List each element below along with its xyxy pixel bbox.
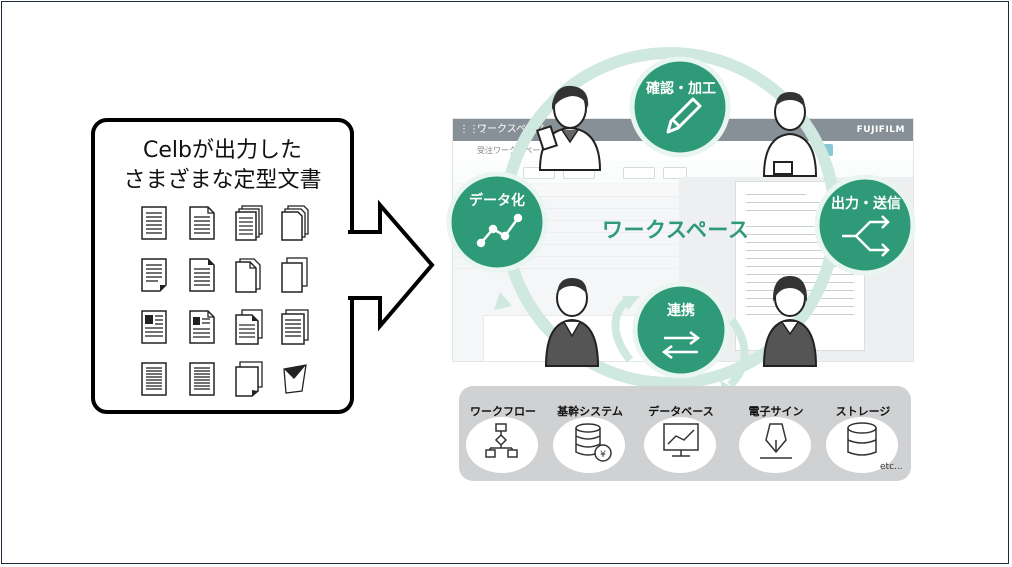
app-grid-icon: ⋮⋮⋮ bbox=[459, 124, 489, 135]
table-row bbox=[453, 197, 678, 209]
table-row bbox=[453, 257, 678, 269]
datafy-label: データ化 bbox=[469, 193, 525, 209]
document-folded-icon bbox=[189, 206, 215, 240]
document-icon bbox=[141, 362, 167, 396]
document-stack-icon bbox=[281, 309, 309, 345]
toolbar-button bbox=[663, 167, 687, 179]
callout-title-line2: さまざまな定型文書 bbox=[123, 168, 322, 193]
app-title: ワークスペース bbox=[477, 124, 546, 135]
confirm-edit-label: 確認・加工 bbox=[646, 81, 716, 97]
document-curled-icon bbox=[141, 258, 167, 292]
document-stack-icon bbox=[235, 309, 263, 345]
integration-core-system-label: 基幹システム bbox=[557, 405, 623, 418]
link-arrow-right bbox=[727, 317, 749, 388]
workspace-center-label: ワークスペース bbox=[602, 218, 750, 242]
table-row bbox=[453, 245, 678, 257]
person-man-with-tablet-icon bbox=[762, 92, 818, 177]
person-woman-vest-icon bbox=[762, 276, 818, 367]
integration-storage-label: ストレージ bbox=[835, 405, 891, 418]
link-node bbox=[632, 281, 730, 379]
document-icon-grid bbox=[130, 205, 320, 400]
document-stack-icon bbox=[235, 205, 263, 241]
callout-title: Celbが出力した さまざまな定型文書 bbox=[95, 136, 350, 196]
integration-workflow-label: ワークフロー bbox=[470, 405, 536, 418]
confirm-edit-node bbox=[629, 56, 731, 158]
split-arrow-icon bbox=[842, 215, 890, 257]
brand-logo: FUJIFILM bbox=[856, 125, 905, 135]
document-callout bbox=[91, 118, 354, 414]
table-row bbox=[453, 221, 678, 233]
document-curled-icon bbox=[283, 364, 307, 394]
link-label: 連携 bbox=[667, 303, 695, 319]
document-folded-icon bbox=[189, 258, 215, 292]
line-graph-icon bbox=[476, 213, 523, 248]
document-image-icon bbox=[141, 310, 167, 344]
etc-note: etc... bbox=[880, 462, 903, 472]
person-woman-holding-document-icon bbox=[535, 85, 602, 171]
ring-arrow bbox=[494, 292, 512, 310]
output-send-label: 出力・送信 bbox=[831, 196, 901, 212]
integration-e-sign-label: 電子サイン bbox=[748, 405, 804, 418]
person-man-vest-icon bbox=[544, 278, 600, 367]
document-blank-stack-icon bbox=[281, 205, 309, 241]
link-arrow-left bbox=[611, 296, 634, 363]
table-row bbox=[453, 209, 678, 221]
output-send-node bbox=[814, 174, 916, 276]
datafy-node bbox=[446, 171, 548, 273]
callout-title-line1: Celbが出力した bbox=[143, 138, 302, 163]
table-row bbox=[453, 233, 678, 245]
integration-core-system bbox=[553, 417, 625, 473]
document-icon bbox=[189, 362, 215, 396]
document-image-folded-icon bbox=[189, 310, 215, 344]
integration-database-label: データベース bbox=[648, 405, 714, 418]
pencil-icon bbox=[666, 97, 702, 134]
integration-database bbox=[644, 417, 716, 473]
exchange-arrows-icon bbox=[661, 331, 701, 359]
integration-e-sign bbox=[739, 417, 811, 473]
document-blank-stack-icon bbox=[235, 258, 261, 293]
document-blank-stack-icon bbox=[281, 257, 308, 293]
workspace-name: 受注ワークスペース bbox=[477, 146, 548, 155]
document-curled-stack-icon bbox=[235, 361, 263, 397]
integration-workflow bbox=[466, 417, 538, 473]
document-icon bbox=[141, 206, 167, 240]
toolbar-button bbox=[623, 167, 655, 179]
